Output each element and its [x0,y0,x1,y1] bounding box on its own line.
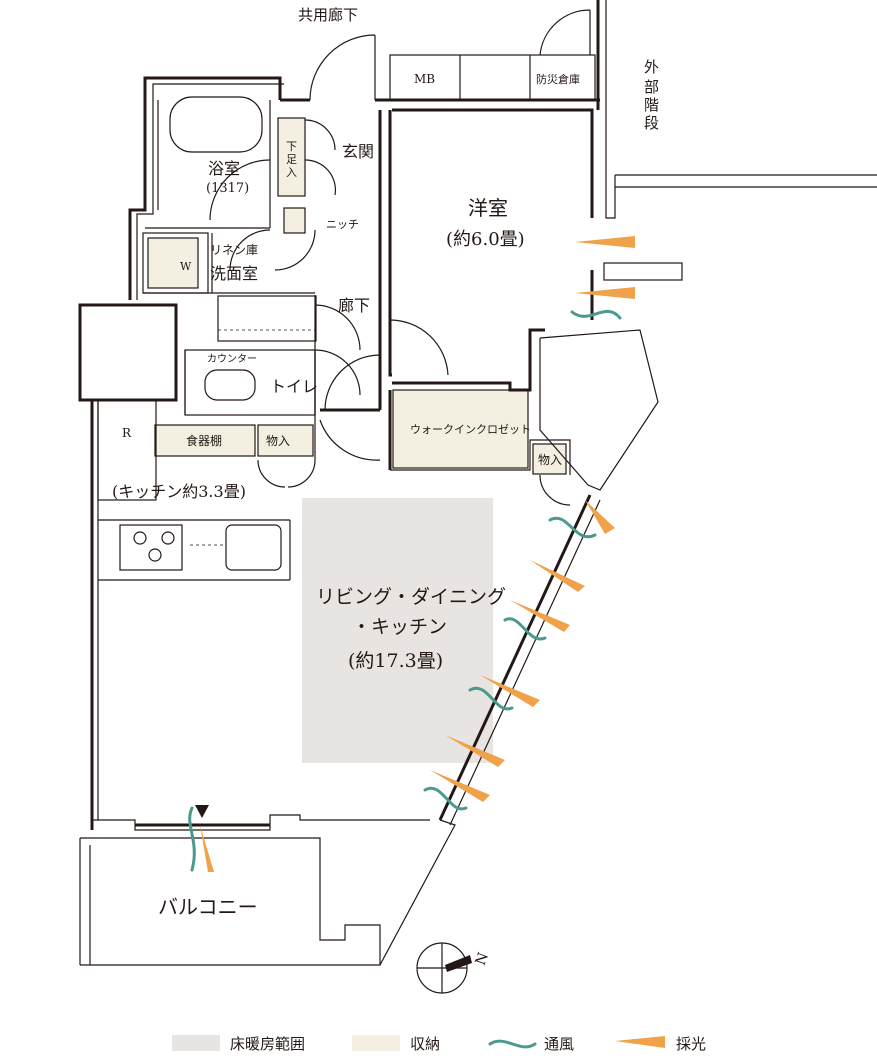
label-closet-right: 物入 [538,453,562,467]
label-cupboard: 食器棚 [186,433,222,448]
ventilation-wave [423,786,468,811]
label-external-stairs-3: 階 [644,96,659,114]
room-labels: 共用廊下 外 部 階 段 MB 防災倉庫 浴室 (1317) 下 足 入 玄関 … [112,6,659,919]
label-balcony: バルコニー [158,895,258,919]
label-shoe-storage-3: 入 [286,166,297,179]
label-external-stairs-2: 部 [644,78,659,96]
ventilation-wave [570,310,622,320]
daylight-ray [575,287,635,299]
ventilation-wave [503,617,547,641]
daylight-ray [200,825,214,872]
storage-areas [147,117,567,475]
label-ldk-line1: リビング・ダイニング [316,586,506,608]
label-washbasin: W [180,260,192,273]
daylight-ray [510,600,570,632]
ventilation-wave [188,806,196,872]
label-mb: MB [414,72,435,86]
daylight-ray [575,236,635,248]
legend-swatch-daylight [615,1036,665,1048]
label-disaster-storage: 防災倉庫 [536,72,580,86]
north-label: N [473,950,492,967]
label-refrigerator: R [122,426,132,440]
legend-label-storage: 収納 [410,1035,440,1053]
label-western-room: 洋室 [468,196,508,220]
legend-swatch-ventilation [488,1039,537,1049]
label-external-stairs-4: 段 [644,114,659,132]
floor-heating-area [302,498,493,763]
label-counter: カウンター [207,353,257,365]
compass: N [416,942,492,994]
ventilation-indicators [188,310,622,872]
legend-swatch-storage [352,1035,400,1051]
daylight-ray [530,560,585,592]
label-kitchen-size: (キッチン約3.3畳) [112,482,246,501]
label-common-corridor: 共用廊下 [298,6,358,24]
daylight-ray [585,500,615,534]
label-niche: ニッチ [326,218,359,231]
daylight-ray [480,675,540,707]
walls [78,0,877,966]
label-ldk-line2: ・キッチン [352,616,447,638]
label-shoe-storage-2: 足 [286,153,297,166]
legend-label-ventilation: 通風 [544,1035,574,1053]
ventilation-wave [548,516,597,539]
label-bathroom: 浴室 [208,159,240,178]
daylight-ray [445,735,505,767]
ventilation-wave [468,686,514,711]
label-walk-in-closet: ウォークインクロゼット [410,423,531,436]
label-hallway: 廊下 [338,296,370,315]
entry-marker [195,805,209,818]
label-external-stairs-1: 外 [644,58,659,76]
daylight-ray [430,770,490,802]
label-bathroom-size: (1317) [206,181,249,196]
legend: 床暖房範囲 収納 通風 採光 [172,1035,706,1053]
label-closet-left: 物入 [266,434,290,448]
label-toilet: トイレ [270,377,318,396]
doors [133,9,591,562]
label-shoe-storage-1: 下 [286,140,297,153]
legend-label-floor-heating: 床暖房範囲 [230,1035,305,1053]
label-linen: リネン庫 [210,243,258,257]
label-western-room-size: (約6.0畳) [446,229,525,250]
daylight-indicators [200,236,635,872]
legend-label-daylight: 採光 [676,1035,706,1053]
label-entrance: 玄関 [342,142,374,161]
label-powder-room: 洗面室 [210,264,258,283]
legend-swatch-floor-heating [172,1035,220,1051]
label-ldk-size: (約17.3畳) [348,650,443,672]
